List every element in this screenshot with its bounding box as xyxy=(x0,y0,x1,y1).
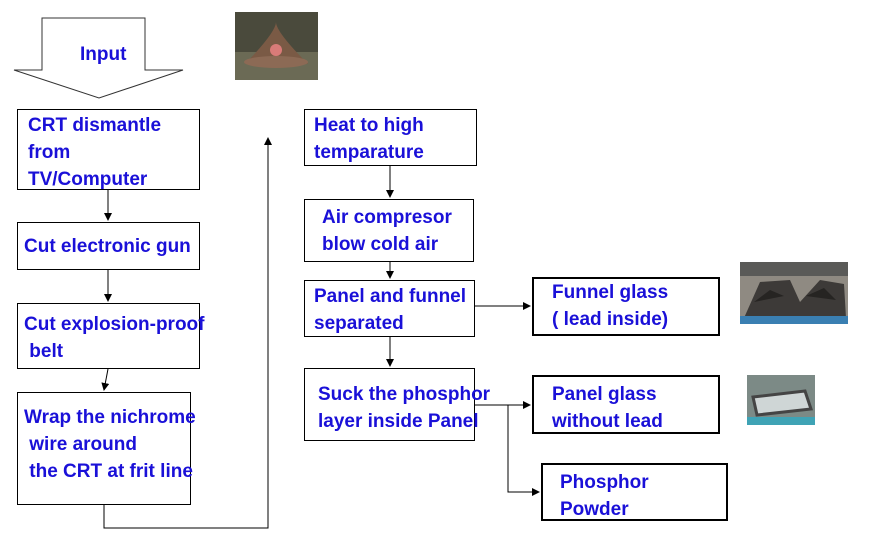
step-text-line: layer inside Panel xyxy=(318,411,479,432)
panel-glass-icon xyxy=(747,375,815,425)
step-text-line: the CRT at frit line xyxy=(24,461,193,482)
output-funnel-glass: Funnel glass ( lead inside) xyxy=(532,277,720,336)
step-heat: Heat to high temparature xyxy=(304,109,477,166)
step-text-line: Cut electronic gun xyxy=(24,236,191,257)
step-text-line: Air compresor xyxy=(322,207,452,228)
crt-funnel-photo xyxy=(235,12,318,80)
step-text-line: Suck the phosphor xyxy=(318,384,491,405)
crt-funnel-icon xyxy=(235,12,318,80)
step-separate: Panel and funnel separated xyxy=(304,280,475,337)
step-text-line: Cut explosion-proof xyxy=(24,314,205,335)
step-text-line: TV/Computer xyxy=(28,169,148,190)
output-text-line: without lead xyxy=(552,411,663,432)
input-arrow-shape xyxy=(13,17,184,99)
output-phosphor-powder: Phosphor Powder xyxy=(541,463,728,521)
output-text-line: Funnel glass xyxy=(552,282,669,303)
step-wrap-nichrome: Wrap the nichrome wire around the CRT at… xyxy=(17,392,196,505)
funnel-glass-photo xyxy=(740,262,848,324)
step-air-compressor: Air compresor blow cold air xyxy=(304,199,474,262)
funnel-glass-icon xyxy=(740,262,848,324)
step-text-line: CRT dismantle xyxy=(28,115,162,136)
step-text-line: blow cold air xyxy=(322,234,439,255)
output-text-line: ( lead inside) xyxy=(552,309,669,330)
step-text-line: Panel and funnel xyxy=(314,286,467,307)
output-text-line: Phosphor xyxy=(560,472,649,493)
step-text-line: separated xyxy=(314,313,404,334)
output-text-line: Powder xyxy=(560,499,629,520)
arrow-suck-to-phosphor xyxy=(507,405,540,496)
step-text-line: from xyxy=(28,142,71,163)
output-text-line: Panel glass xyxy=(552,384,657,405)
arrow-wrap-to-heat xyxy=(103,137,272,529)
arrow-belt-to-wrap xyxy=(101,368,110,391)
step-text-line: temparature xyxy=(314,142,424,163)
step-text-line: wire around xyxy=(24,434,137,455)
step-text-line: Wrap the nichrome xyxy=(24,407,196,428)
output-panel-glass: Panel glass without lead xyxy=(532,375,720,434)
step-cut-gun: Cut electronic gun xyxy=(17,222,200,270)
input-label: Input xyxy=(80,44,127,65)
step-text-line: Heat to high xyxy=(314,115,424,136)
step-suck-phosphor: Suck the phosphor layer inside Panel xyxy=(304,368,491,441)
step-text-line: belt xyxy=(24,341,64,362)
step-crt-dismantle: CRT dismantle from TV/Computer xyxy=(17,109,200,190)
step-cut-belt: Cut explosion-proof belt xyxy=(17,303,205,369)
panel-glass-photo xyxy=(747,375,815,425)
